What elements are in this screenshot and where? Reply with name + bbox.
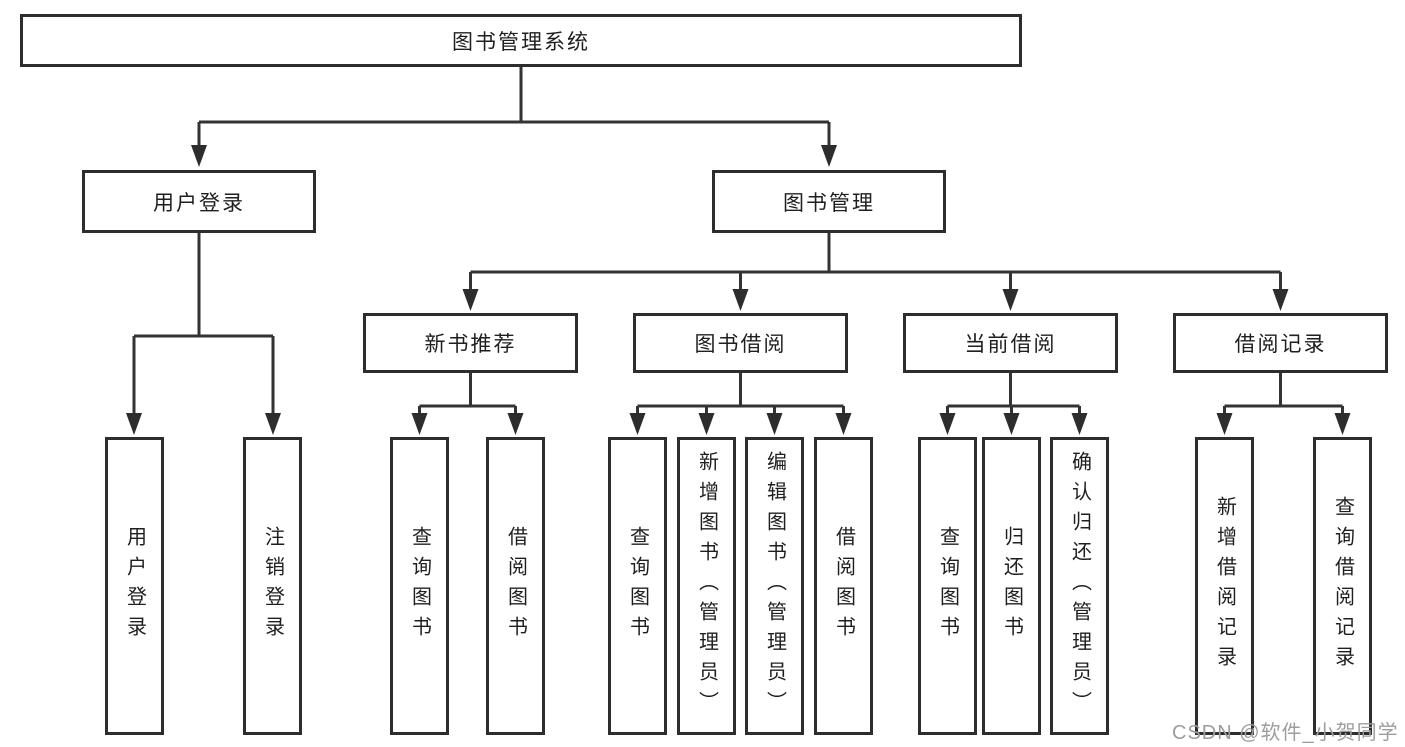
arrow-down-icon [821, 145, 837, 167]
leaf-add-borrow-record: 新增借阅记录 [1195, 437, 1254, 735]
arrow-down-icon [766, 413, 783, 435]
node-current-borrow: 当前借阅 [903, 313, 1118, 373]
arrow-down-icon [1003, 413, 1020, 435]
node-book-management-system: 图书管理系统 [20, 14, 1022, 67]
connector-book-borrow-children [629, 373, 852, 435]
leaf-query-borrow-record: 查询借阅记录 [1313, 437, 1372, 735]
leaf-borrow-books: 借阅图书 [486, 437, 545, 735]
leaf-borrow-books: 借阅图书 [814, 437, 873, 735]
node-book-management: 图书管理 [712, 170, 946, 233]
arrow-down-icon [265, 413, 281, 435]
leaf-edit-books-admin: 编辑图书（管理员） [745, 437, 804, 735]
leaf-query-books: 查询图书 [918, 437, 977, 735]
leaf-query-books: 查询图书 [390, 437, 449, 735]
arrow-down-icon [1334, 413, 1351, 435]
arrow-down-icon [1071, 413, 1088, 435]
arrow-down-icon [939, 413, 956, 435]
arrow-down-icon [1272, 289, 1289, 311]
arrow-down-icon [1216, 413, 1233, 435]
leaf-query-books: 查询图书 [608, 437, 667, 735]
connector-borrow-records-children [1216, 373, 1351, 435]
watermark: CSDN @软件_小贺同学 [1172, 722, 1399, 744]
node-borrow-records: 借阅记录 [1173, 313, 1388, 373]
arrow-down-icon [732, 289, 749, 311]
node-new-book-recommend: 新书推荐 [363, 313, 578, 373]
arrow-down-icon [698, 413, 715, 435]
arrow-down-icon [507, 413, 524, 435]
connector-new-book-children [411, 373, 524, 435]
arrow-down-icon [1002, 289, 1019, 311]
connector-root-to-level2 [191, 67, 837, 167]
arrow-down-icon [191, 145, 207, 167]
connector-current-borrow-children [939, 373, 1088, 435]
leaf-add-books-admin: 新增图书（管理员） [677, 437, 736, 735]
arrow-down-icon [462, 289, 479, 311]
arrow-down-icon [411, 413, 428, 435]
arrow-down-icon [629, 413, 646, 435]
connector-user-login-children [126, 233, 281, 435]
leaf-logout: 注销登录 [243, 437, 302, 735]
leaf-user-login: 用户登录 [105, 437, 164, 735]
leaf-confirm-return-admin: 确认归还（管理员） [1050, 437, 1109, 735]
arrow-down-icon [835, 413, 852, 435]
node-user-login: 用户登录 [82, 170, 316, 233]
node-book-borrow: 图书借阅 [633, 313, 848, 373]
leaf-return-books: 归还图书 [982, 437, 1041, 735]
connector-book-mgmt-to-level3 [462, 233, 1289, 311]
arrow-down-icon [126, 413, 142, 435]
